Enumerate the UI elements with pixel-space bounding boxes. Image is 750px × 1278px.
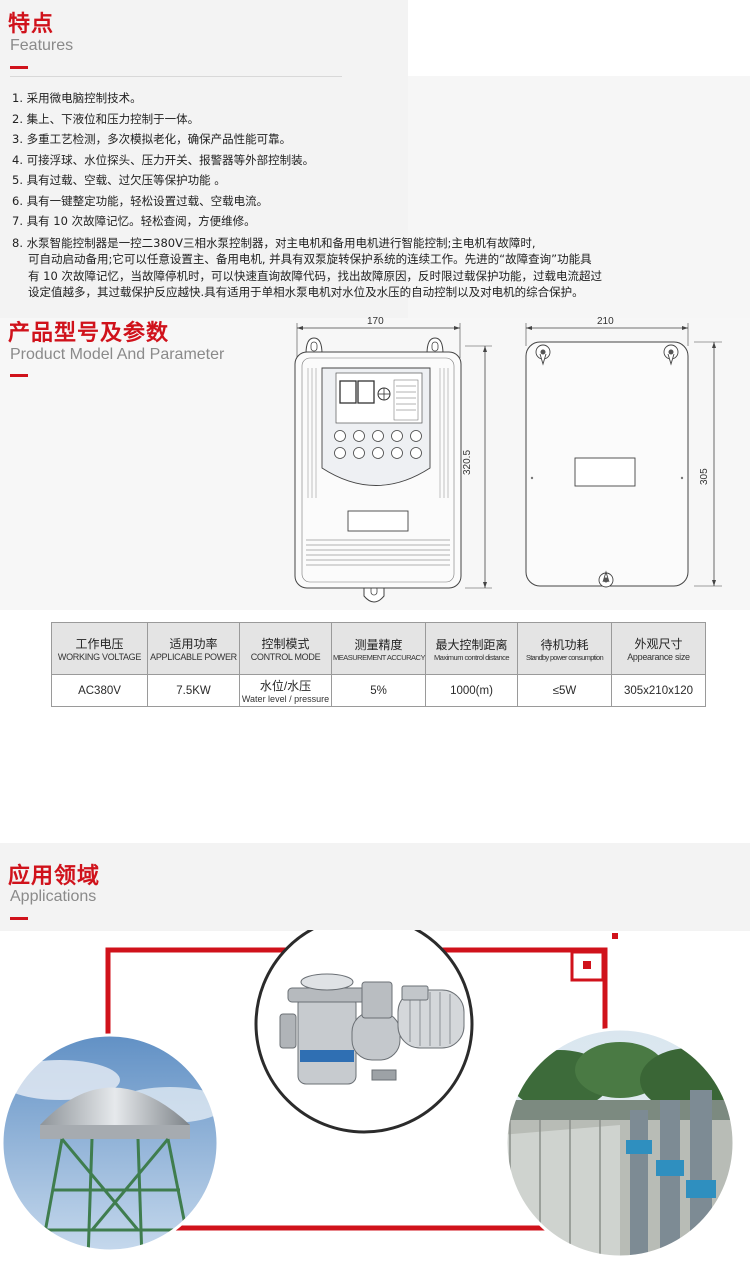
cell-voltage: AC380V: [51, 674, 148, 707]
header-en: WORKING VOLTAGE: [57, 652, 142, 662]
header-cn: 适用功率: [169, 637, 218, 651]
product-title-cn: 产品型号及参数: [8, 321, 170, 346]
header-en: Maximum control distance: [433, 652, 510, 662]
cell-distance: 1000(m): [425, 674, 518, 707]
cell-size: 305x210x120: [611, 674, 706, 707]
features-title-en: Features: [10, 37, 74, 54]
feature-item-2: 2. 集上、下液位和压力控制于一体。: [12, 111, 200, 126]
feature-item-7: 7. 具有 10 次故障记忆。轻松查阅，方便维修。: [12, 214, 256, 228]
header-en: Standby power consumption: [525, 652, 604, 662]
header-cn: 工作电压: [75, 637, 124, 651]
features-title-cn: 特点: [8, 12, 55, 37]
features-section-bg-right: [408, 76, 750, 318]
product-title-en: Product Model And Parameter: [10, 346, 225, 363]
back-width-label: 210: [597, 316, 614, 327]
feature-item-8: 8. 水泵智能控制器是一控二380V三相水泵控制器，对主电机和备用电机进行智能控…: [12, 232, 742, 301]
cell-power: 7.5KW: [147, 674, 240, 707]
header-en: APPLICABLE POWER: [150, 652, 237, 662]
product-title-accent: [10, 374, 28, 377]
applications-header-bg: [0, 843, 750, 931]
front-width-label: 170: [367, 316, 384, 327]
applications-title-cn: 应用领域: [8, 864, 101, 889]
features-title-accent: [10, 66, 28, 69]
feature-item-8-line-4: 设定值越多，其过载保护反应越快.具有适用于单相水泵电机对水位及水压的自动控制以及…: [28, 285, 584, 299]
front-height-label: 320.5: [462, 449, 473, 475]
applications-illustration: [0, 930, 736, 1259]
feature-item-8-line-3: 有 10 次故障记忆，当故障停机时，可以快速直询故障代码，找出故障原因，反时限过…: [28, 268, 602, 283]
feature-item-8-line-2: 可自动启动备用;它可以任意设置主、备用电机, 并具有双泵旋转保护系统的连续工作。…: [28, 252, 592, 266]
cell-standby: ≤5W: [517, 674, 612, 707]
feature-item-3: 3. 多重工艺检测，多次模拟老化，确保产品性能可靠。: [12, 132, 292, 146]
feature-item-8-line-1: 8. 水泵智能控制器是一控二380V三相水泵控制器，对主电机和备用电机进行智能控…: [12, 235, 536, 250]
feature-item-4: 4. 可接浮球、水位探头、压力开关、报警器等外部控制装。: [12, 152, 315, 167]
cell-mode-cn: 水位/水压: [259, 679, 312, 693]
features-divider: [10, 76, 342, 77]
feature-item-5: 5. 具有过载、空载、过欠压等保护功能 。: [12, 173, 226, 187]
applications-title-en: Applications: [10, 888, 97, 905]
features-list: 1. 采用微电脑控制技术。 2. 集上、下液位和压力控制于一体。 3. 多重工艺…: [12, 88, 742, 301]
feature-item-1: 1. 采用微电脑控制技术。: [12, 91, 142, 105]
header-en: Appearance size: [627, 652, 690, 662]
header-cn: 控制模式: [261, 637, 310, 651]
cell-accuracy: 5%: [331, 674, 426, 707]
feature-item-6: 6. 具有一键整定功能，轻松设置过载、空载电流。: [12, 193, 269, 208]
header-cn: 测量精度: [354, 637, 403, 652]
header-en: CONTROL MODE: [250, 652, 321, 662]
controller-front-view: [294, 323, 492, 603]
back-height-label: 305: [699, 468, 710, 485]
header-en: MEASUREMENT ACCURACY: [333, 652, 425, 662]
header-cn: 最大控制距离: [435, 637, 508, 652]
features-section-bg: [0, 0, 408, 318]
controller-back-view: [525, 323, 722, 588]
header-cn: 外观尺寸: [634, 637, 683, 651]
applications-title-accent: [10, 917, 28, 920]
cell-mode-en: Water level / pressure: [241, 694, 330, 704]
header-cn: 待机功耗: [540, 637, 589, 652]
